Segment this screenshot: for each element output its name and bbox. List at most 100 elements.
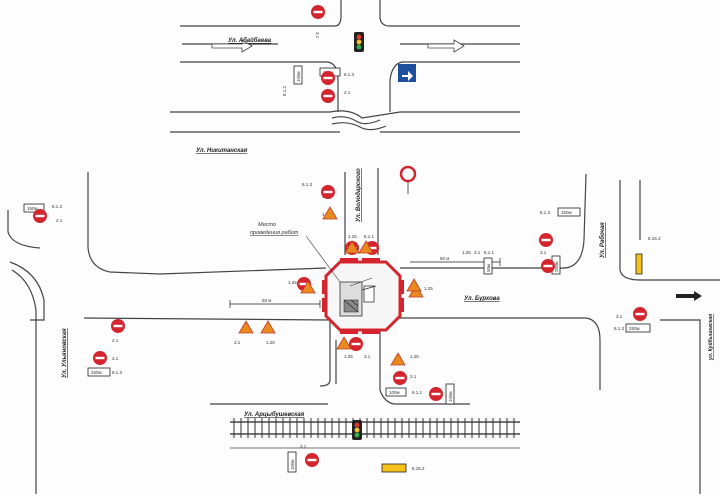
road-edge <box>396 317 601 390</box>
distance-label-west: 50 м <box>262 298 271 303</box>
sign-code: 8.16.3 <box>648 236 661 241</box>
road-edge <box>180 0 342 27</box>
sign-code: 3.1 <box>616 314 623 319</box>
info-sign <box>398 64 416 82</box>
road-edge <box>619 180 720 281</box>
sign-code: 8.1.1 <box>412 390 423 395</box>
warning-signs <box>238 206 424 366</box>
sign-code: 8.1.2 <box>282 85 287 96</box>
work-site-label-1: Место <box>258 222 276 228</box>
direction-arrow-icon <box>427 39 465 53</box>
street-label: Ул. Бурхова <box>464 296 500 302</box>
no-entry-sign-icon <box>321 71 335 85</box>
plate-text: 100м <box>389 390 400 395</box>
street-label: Ул. Ульяновская <box>62 328 68 378</box>
sign-code: 8.16.2 <box>412 466 425 471</box>
sign-code: 1.25 <box>424 286 433 291</box>
sign-code: 3.1 <box>234 340 241 345</box>
street-label: Ул. Рабочая <box>599 222 606 258</box>
sign-code: 1.25 <box>410 354 419 359</box>
sign-code: 8.1.3 <box>614 326 625 331</box>
road-edge <box>180 61 339 112</box>
sign-code: 3.1 <box>315 32 320 39</box>
no-entry-sign-icon <box>633 307 647 321</box>
yellow-plate <box>381 463 407 473</box>
sign-code: 8.1.1 <box>364 234 375 239</box>
road-edge <box>11 269 37 494</box>
sign-code: 3.1 <box>300 444 307 449</box>
no-entry-sign-icon <box>305 453 319 467</box>
road-edge <box>319 320 331 387</box>
road-edge <box>87 172 327 275</box>
sign-code: 3.1 <box>364 354 371 359</box>
no-entry-sign-icon <box>311 5 325 19</box>
sign-code: 2.1 <box>112 338 119 343</box>
sign-code: 8.1.3 <box>52 204 63 209</box>
road-works-warning-icon <box>238 320 254 334</box>
sign-code: 3.1 <box>474 250 481 255</box>
plate-text: 150м <box>448 391 453 402</box>
no-traffic-sign-icon <box>399 165 417 183</box>
arrow-icon <box>402 71 413 81</box>
sign-code: 8.1.1 <box>484 250 495 255</box>
sign-code: 1.25 <box>266 340 275 345</box>
barrier <box>322 280 326 294</box>
sign-code: 2.1 <box>344 90 351 95</box>
intersection <box>322 258 404 334</box>
work-site-label-2: проведения работ <box>250 230 299 236</box>
leader-line <box>305 235 341 283</box>
dimension-west: 50 м <box>229 298 321 308</box>
railway <box>230 418 520 449</box>
street-label: Ул. Никитанская <box>196 148 248 154</box>
road-edge <box>379 330 470 405</box>
street-label: Ул. Абайбаева <box>228 37 272 44</box>
plates: 150м 150м 150м 150м 250м 50м 250м 100м 1… <box>23 65 651 473</box>
plate-text: 150м <box>290 459 295 470</box>
no-entry-sign-icon <box>539 233 553 247</box>
road-edge <box>9 261 45 321</box>
plate-text: 250м <box>91 370 102 375</box>
sign-code: 3.1 <box>410 374 417 379</box>
barrier <box>400 298 404 312</box>
sign-code: 1.25 <box>288 280 297 285</box>
road-edge <box>389 61 520 112</box>
sign-code-labels: 3.1 8.1.3 2.1 8.1.2 8.1.3 3.1 1.28 8.1.3… <box>52 32 661 471</box>
sign-code: 1.25 <box>348 234 357 239</box>
direction-arrow-icon <box>676 291 702 301</box>
no-entry-sign-icon <box>321 89 335 103</box>
plate-text: 250м <box>554 261 559 272</box>
street-label: Ул. Володарского <box>356 168 362 222</box>
work-site-octagon <box>324 260 402 332</box>
road-edge <box>379 0 520 27</box>
road-edge <box>331 116 381 125</box>
barrier <box>340 258 358 262</box>
no-entry-sign-icon <box>321 185 335 199</box>
sign-code: 3.1 <box>112 356 119 361</box>
sign-code: 8.1.3 <box>112 370 123 375</box>
road-edge <box>83 317 331 321</box>
road-works-warning-icon <box>390 352 406 366</box>
traffic-light-bottom <box>352 420 362 440</box>
road-works-warning-icon <box>344 240 360 254</box>
direction-arrow-icon <box>211 39 253 53</box>
no-entry-sign-icon <box>349 337 363 351</box>
no-entry-sign-icon <box>541 259 555 273</box>
barrier <box>362 258 380 262</box>
sign-code: 8.1.3 <box>344 72 355 77</box>
no-entry-sign-icon <box>33 209 47 223</box>
direction-arrows <box>211 39 702 301</box>
work-vehicle <box>363 285 375 303</box>
plate-text: 250м <box>629 326 640 331</box>
sign-code: 1.25 <box>462 250 471 255</box>
sign-code: 1.25 <box>344 354 353 359</box>
no-entry-sign-icon <box>93 351 107 365</box>
sign-code: 8.1.3 <box>540 210 551 215</box>
road-works-warning-icon <box>260 320 276 334</box>
barrier <box>340 330 358 334</box>
road-works-warning-icon <box>336 336 352 350</box>
plate-text: 150м <box>561 210 572 215</box>
road-works-warning-icon <box>322 206 338 220</box>
road-works-warning-icon <box>406 278 422 292</box>
